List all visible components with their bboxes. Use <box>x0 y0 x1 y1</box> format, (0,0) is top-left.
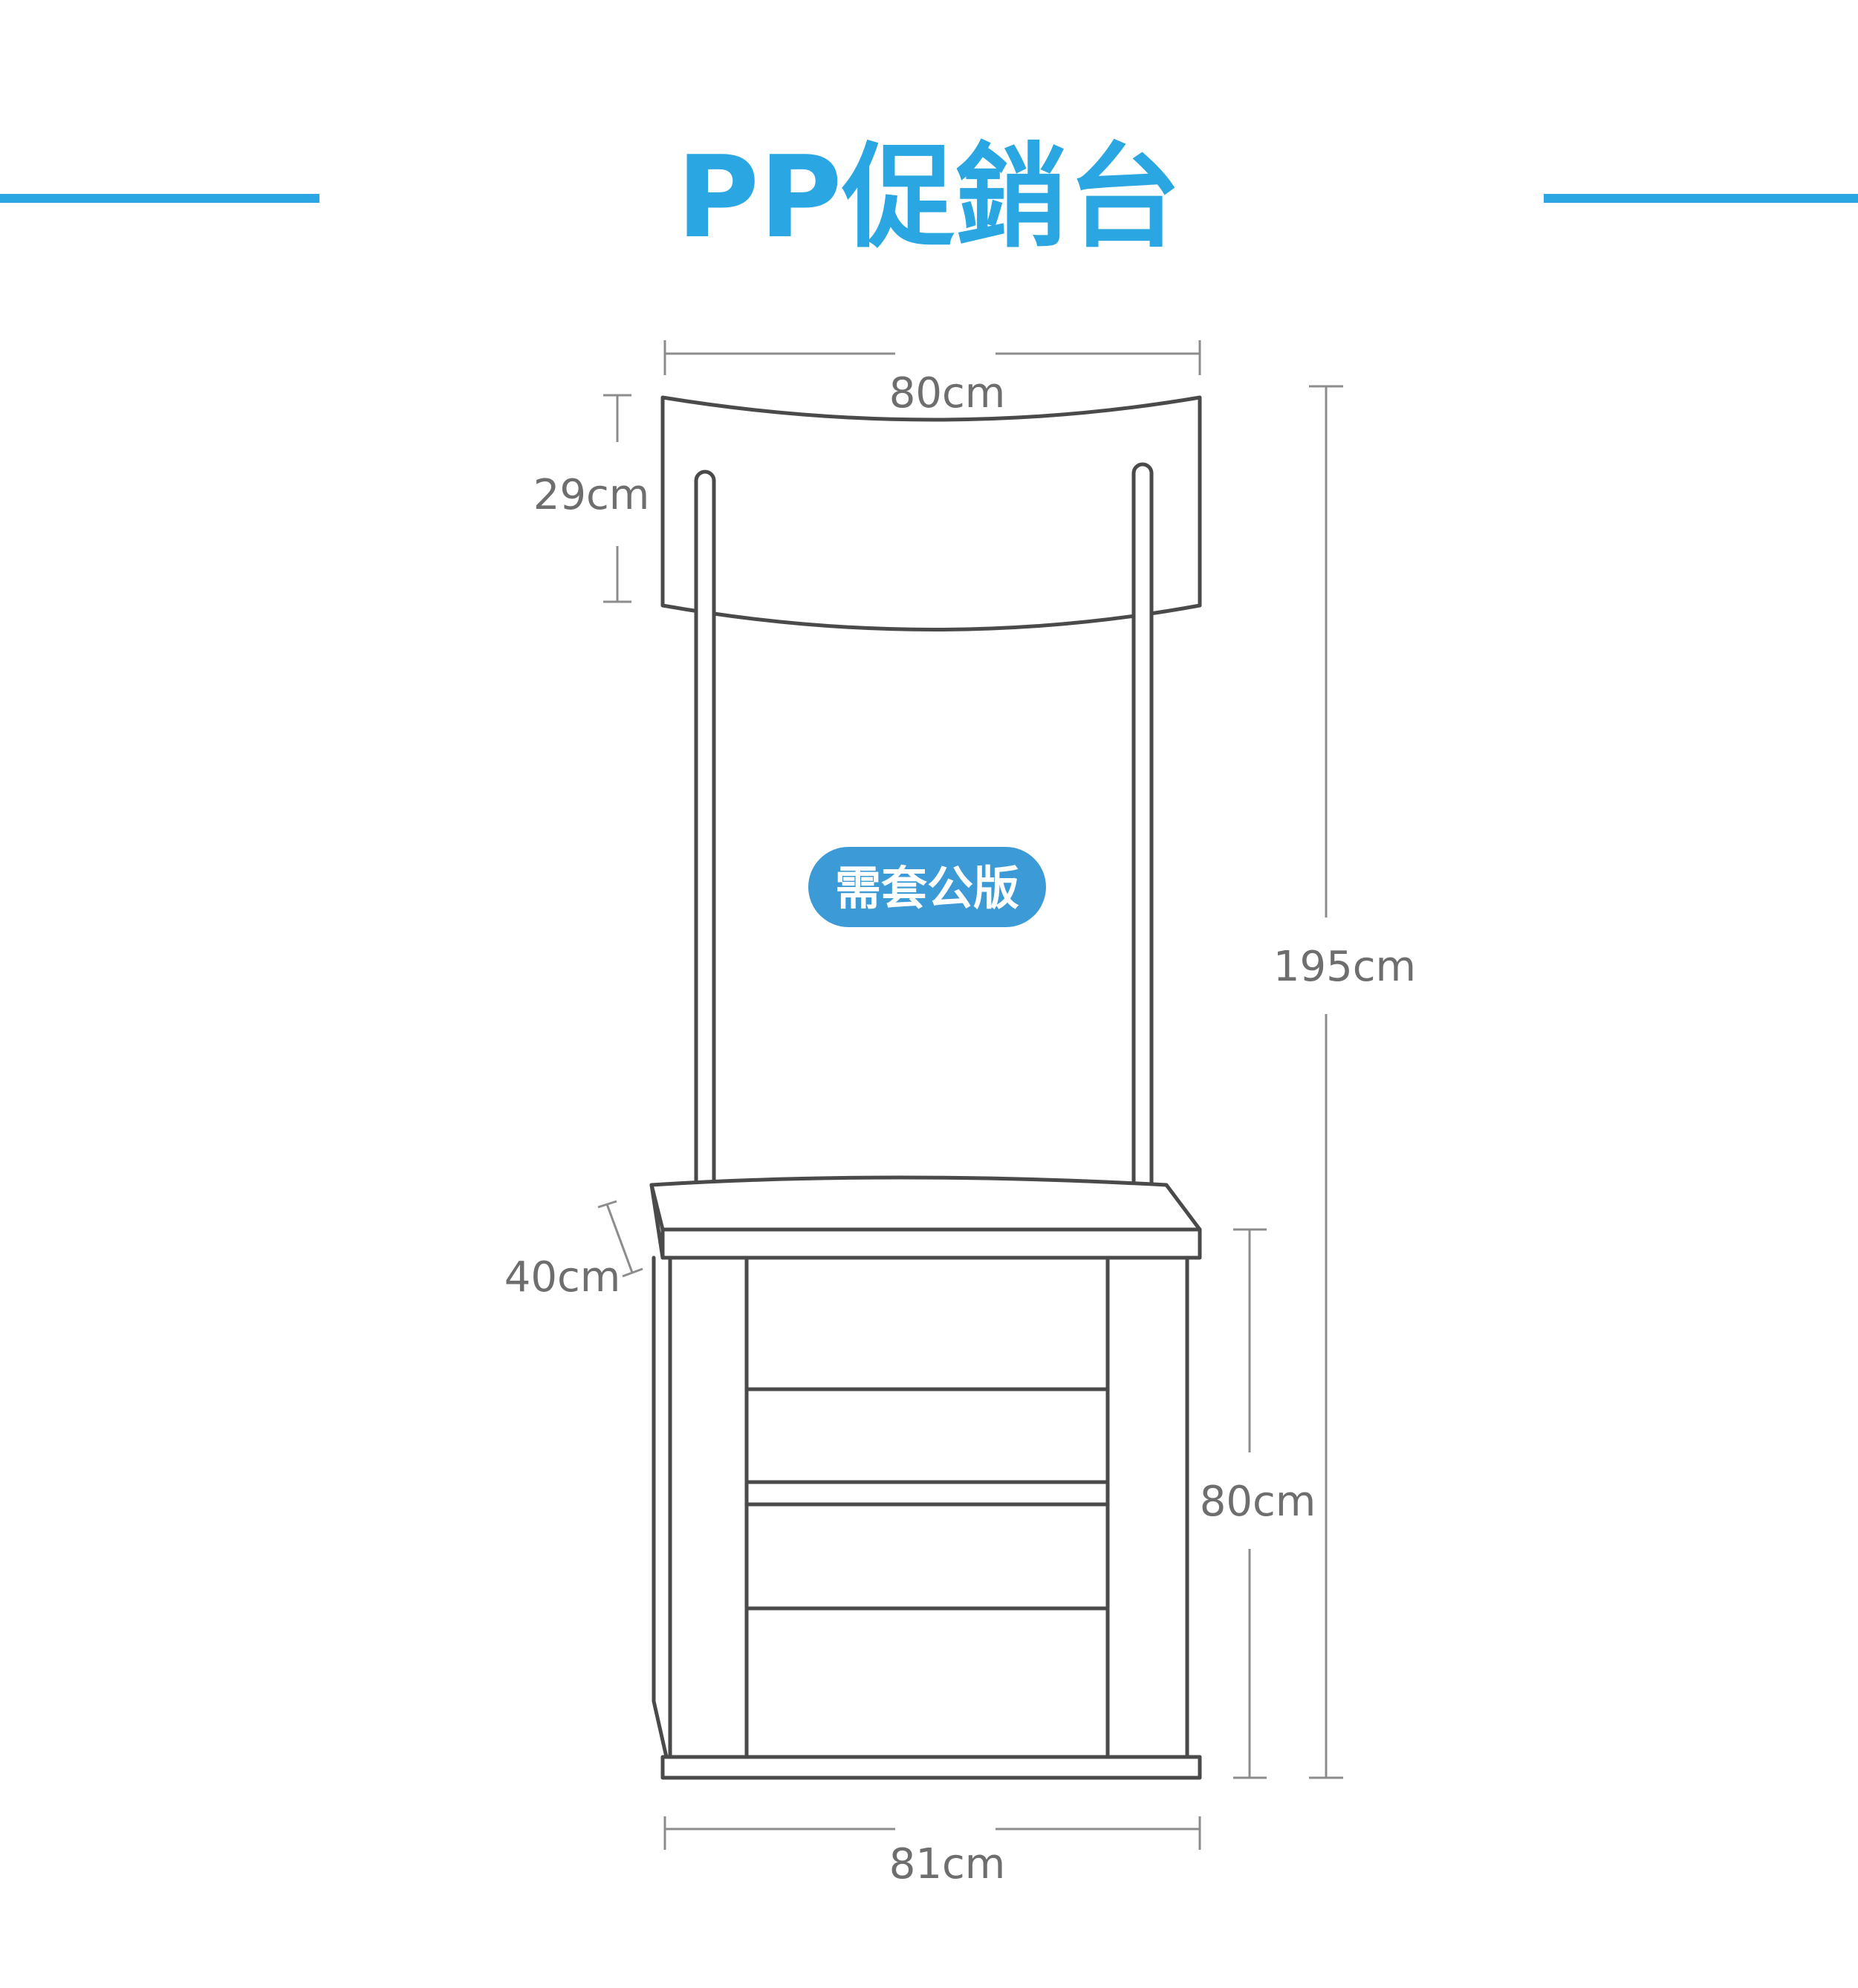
middle-shelf <box>744 1480 1110 1507</box>
promo-counter-drawing <box>649 395 1202 1780</box>
base-board <box>660 1755 1202 1780</box>
cabinet-inner-panel <box>744 1256 1110 1759</box>
cabinet-left-side <box>652 1256 669 1759</box>
counter-depth-label: 40cm <box>504 1253 621 1302</box>
template-badge: 需套公版 <box>808 847 1046 927</box>
right-pole <box>1131 462 1154 1217</box>
depth-line <box>605 1203 634 1273</box>
header-height-label: 29cm <box>533 471 650 519</box>
badge-pill <box>808 847 1046 927</box>
dimension-annotations <box>597 340 1343 1850</box>
base-width-label: 81cm <box>889 1840 1006 1888</box>
total-height-label: 195cm <box>1273 943 1416 991</box>
counter-top-surface <box>649 1175 1202 1232</box>
depth-tick-bottom <box>622 1267 643 1278</box>
counter-top-side <box>649 1183 665 1260</box>
top-width-label: 80cm <box>889 369 1006 418</box>
left-pole <box>694 470 716 1224</box>
title-group: PP促銷台 <box>0 131 1858 263</box>
dimension-labels: 80cm 29cm 195cm 40cm 80cm 81cm <box>504 369 1416 1888</box>
counter-top-edge <box>660 1227 1202 1260</box>
badge-label: 需套公版 <box>835 861 1019 915</box>
header-board <box>660 395 1202 631</box>
counter-height-label: 80cm <box>1200 1478 1316 1526</box>
page-title: PP促銷台 <box>677 131 1181 263</box>
